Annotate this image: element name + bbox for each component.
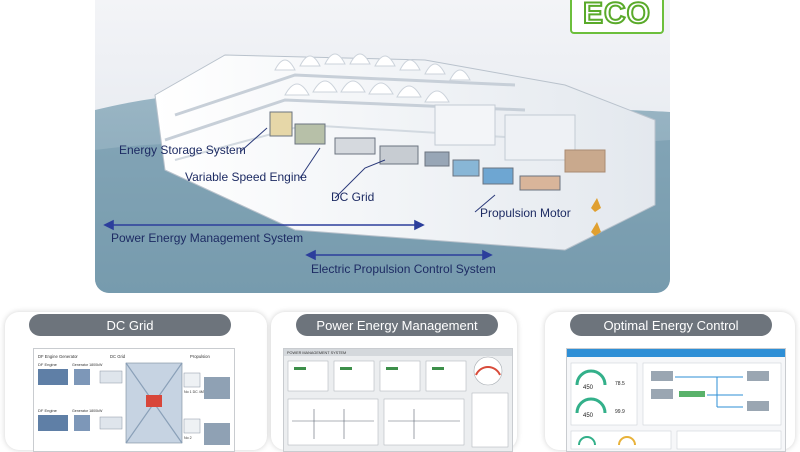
dc-header-engine: DF Engine Generator <box>38 354 78 359</box>
pms-screen-title: POWER MANAGEMENT SYSTEM <box>287 351 346 355</box>
leader-lines <box>239 127 496 213</box>
pems-arrow <box>103 219 425 231</box>
dc-row1-gen: Generator 1800kW <box>72 363 103 367</box>
oec-gauge1-value: 450 <box>583 385 594 391</box>
dc-header-prop: Propulsion <box>190 354 210 359</box>
label-dc-grid: DC Grid <box>331 190 375 204</box>
epcs-arrow <box>305 249 493 261</box>
panel-title-power-energy: Power Energy Management <box>296 314 498 336</box>
dc-grid-schematic: DF Engine Generator DC Grid Propulsion D… <box>33 348 235 452</box>
oec-gauge1-side: 78.5 <box>615 381 625 387</box>
dc-header-grid: DC Grid <box>110 354 126 359</box>
oec-gauge2-value: 450 <box>583 413 594 419</box>
deck-canopies <box>274 53 471 103</box>
label-pems: Power Energy Management System <box>111 231 304 245</box>
ship-illustration <box>95 53 670 293</box>
dc-row1-prop: No 1 DC 4MW <box>184 390 208 394</box>
pms-drawing: POWER MANAGEMENT SYSTEM <box>284 349 512 448</box>
panel-title-dc-grid: DC Grid <box>29 314 231 336</box>
eco-badge: ECO <box>570 0 664 34</box>
dc-row2-gen: Generator 1800kW <box>72 409 103 413</box>
label-energy-storage: Energy Storage System <box>119 143 246 157</box>
pms-screen: POWER MANAGEMENT SYSTEM <box>283 348 513 452</box>
panel-title-optimal-energy: Optimal Energy Control <box>570 314 772 336</box>
eco-badge-text: ECO <box>582 0 651 31</box>
dc-grid-drawing: DF Engine Generator DC Grid Propulsion D… <box>38 354 230 445</box>
label-variable-speed: Variable Speed Engine <box>185 170 307 184</box>
dc-row2-engine: DF Engine <box>38 408 58 413</box>
label-epcs: Electric Propulsion Control System <box>311 262 496 276</box>
dc-row2-prop: No 2 <box>184 436 192 440</box>
oec-screen: 450 78.5 450 99.9 <box>566 348 786 452</box>
label-propulsion-motor: Propulsion Motor <box>480 206 571 220</box>
machinery <box>269 111 561 191</box>
ship-diagram: Energy Storage System Variable Speed Eng… <box>95 0 670 293</box>
oec-gauge2-side: 99.9 <box>615 409 625 415</box>
dc-row1-engine: DF Engine <box>38 362 58 367</box>
oec-drawing: 450 78.5 450 99.9 <box>567 349 785 450</box>
